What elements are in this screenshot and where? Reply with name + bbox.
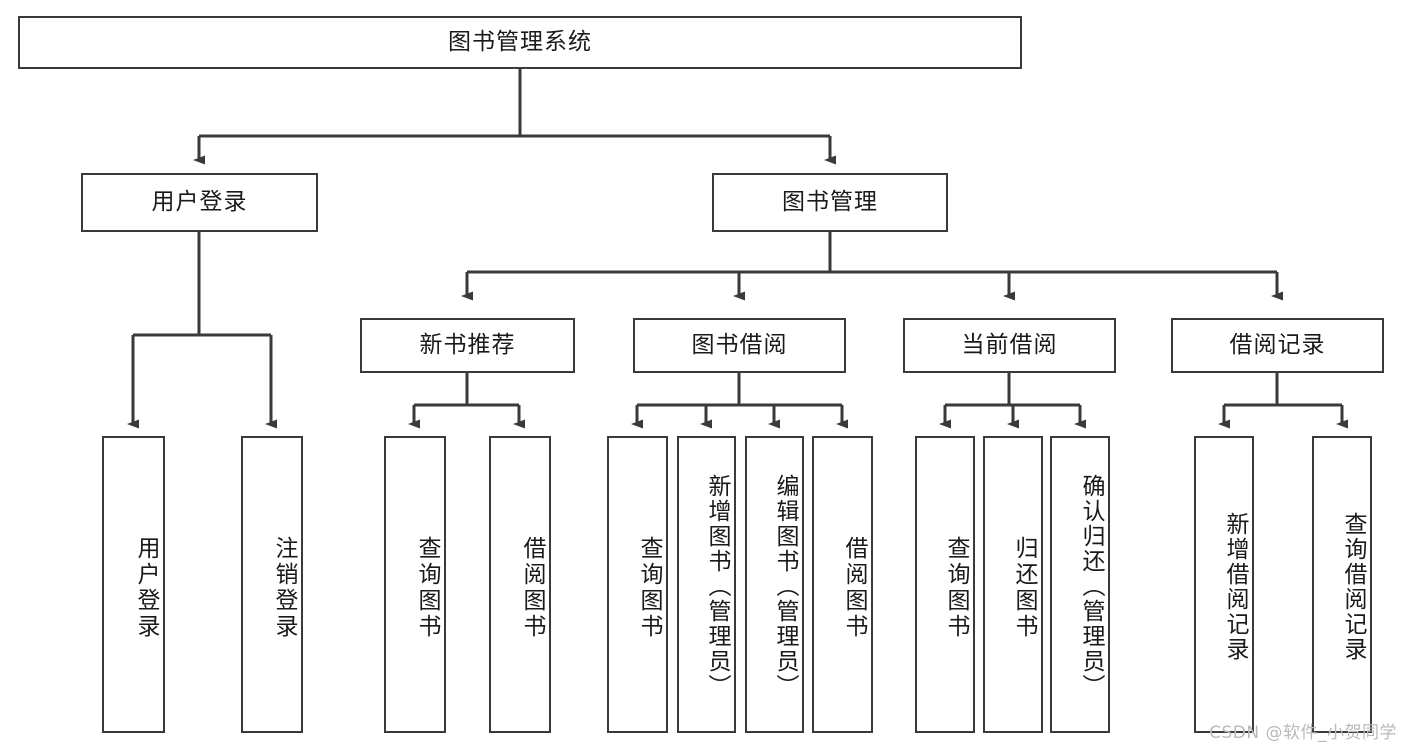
node-label: 图书管理系统 xyxy=(448,28,592,55)
leaf-current-confirm-return-admin[interactable]: 确认归还（管理员） xyxy=(1050,436,1110,733)
node-label: 新增借阅记录 xyxy=(1222,511,1248,662)
node-borrow-record[interactable]: 借阅记录 xyxy=(1171,318,1384,373)
node-label: 用户登录 xyxy=(133,535,159,640)
node-label: 查询图书 xyxy=(943,535,969,640)
node-label: 确认归还（管理员） xyxy=(1078,474,1104,699)
leaf-recommend-borrow-book[interactable]: 借阅图书 xyxy=(489,436,551,733)
node-label: 图书管理 xyxy=(782,188,878,215)
node-label: 查询借阅记录 xyxy=(1340,511,1366,662)
node-book-borrow[interactable]: 图书借阅 xyxy=(633,318,846,373)
node-root-system[interactable]: 图书管理系统 xyxy=(18,16,1022,69)
node-label: 借阅图书 xyxy=(519,535,545,640)
leaf-user-login-logout[interactable]: 注销登录 xyxy=(241,436,303,733)
node-current-borrow[interactable]: 当前借阅 xyxy=(903,318,1116,373)
node-label: 查询图书 xyxy=(636,535,662,640)
leaf-current-query-book[interactable]: 查询图书 xyxy=(915,436,975,733)
node-label: 借阅图书 xyxy=(841,535,867,640)
leaf-borrow-add-book-admin[interactable]: 新增图书（管理员） xyxy=(677,436,736,733)
node-label: 图书借阅 xyxy=(691,331,788,358)
leaf-recommend-query-book[interactable]: 查询图书 xyxy=(384,436,446,733)
leaf-borrow-borrow-book[interactable]: 借阅图书 xyxy=(812,436,873,733)
node-label: 借阅记录 xyxy=(1229,331,1326,358)
node-label: 编辑图书（管理员） xyxy=(772,474,798,699)
node-label: 当前借阅 xyxy=(961,331,1058,358)
leaf-borrow-edit-book-admin[interactable]: 编辑图书（管理员） xyxy=(745,436,804,733)
node-label: 新书推荐 xyxy=(419,331,516,358)
node-label: 查询图书 xyxy=(414,535,440,640)
node-new-book-recommend[interactable]: 新书推荐 xyxy=(360,318,575,373)
node-label: 新增图书（管理员） xyxy=(704,474,730,699)
node-label: 归还图书 xyxy=(1011,535,1037,640)
leaf-record-query-record[interactable]: 查询借阅记录 xyxy=(1312,436,1372,733)
leaf-record-add-record[interactable]: 新增借阅记录 xyxy=(1194,436,1254,733)
node-book-management[interactable]: 图书管理 xyxy=(712,173,948,232)
leaf-borrow-query-book[interactable]: 查询图书 xyxy=(607,436,668,733)
node-label: 用户登录 xyxy=(151,188,248,215)
leaf-user-login-login[interactable]: 用户登录 xyxy=(102,436,165,733)
node-label: 注销登录 xyxy=(271,535,297,640)
node-user-login[interactable]: 用户登录 xyxy=(81,173,318,232)
csdn-watermark: CSDN @软件_小贺同学 xyxy=(1209,723,1397,743)
leaf-current-return-book[interactable]: 归还图书 xyxy=(983,436,1043,733)
